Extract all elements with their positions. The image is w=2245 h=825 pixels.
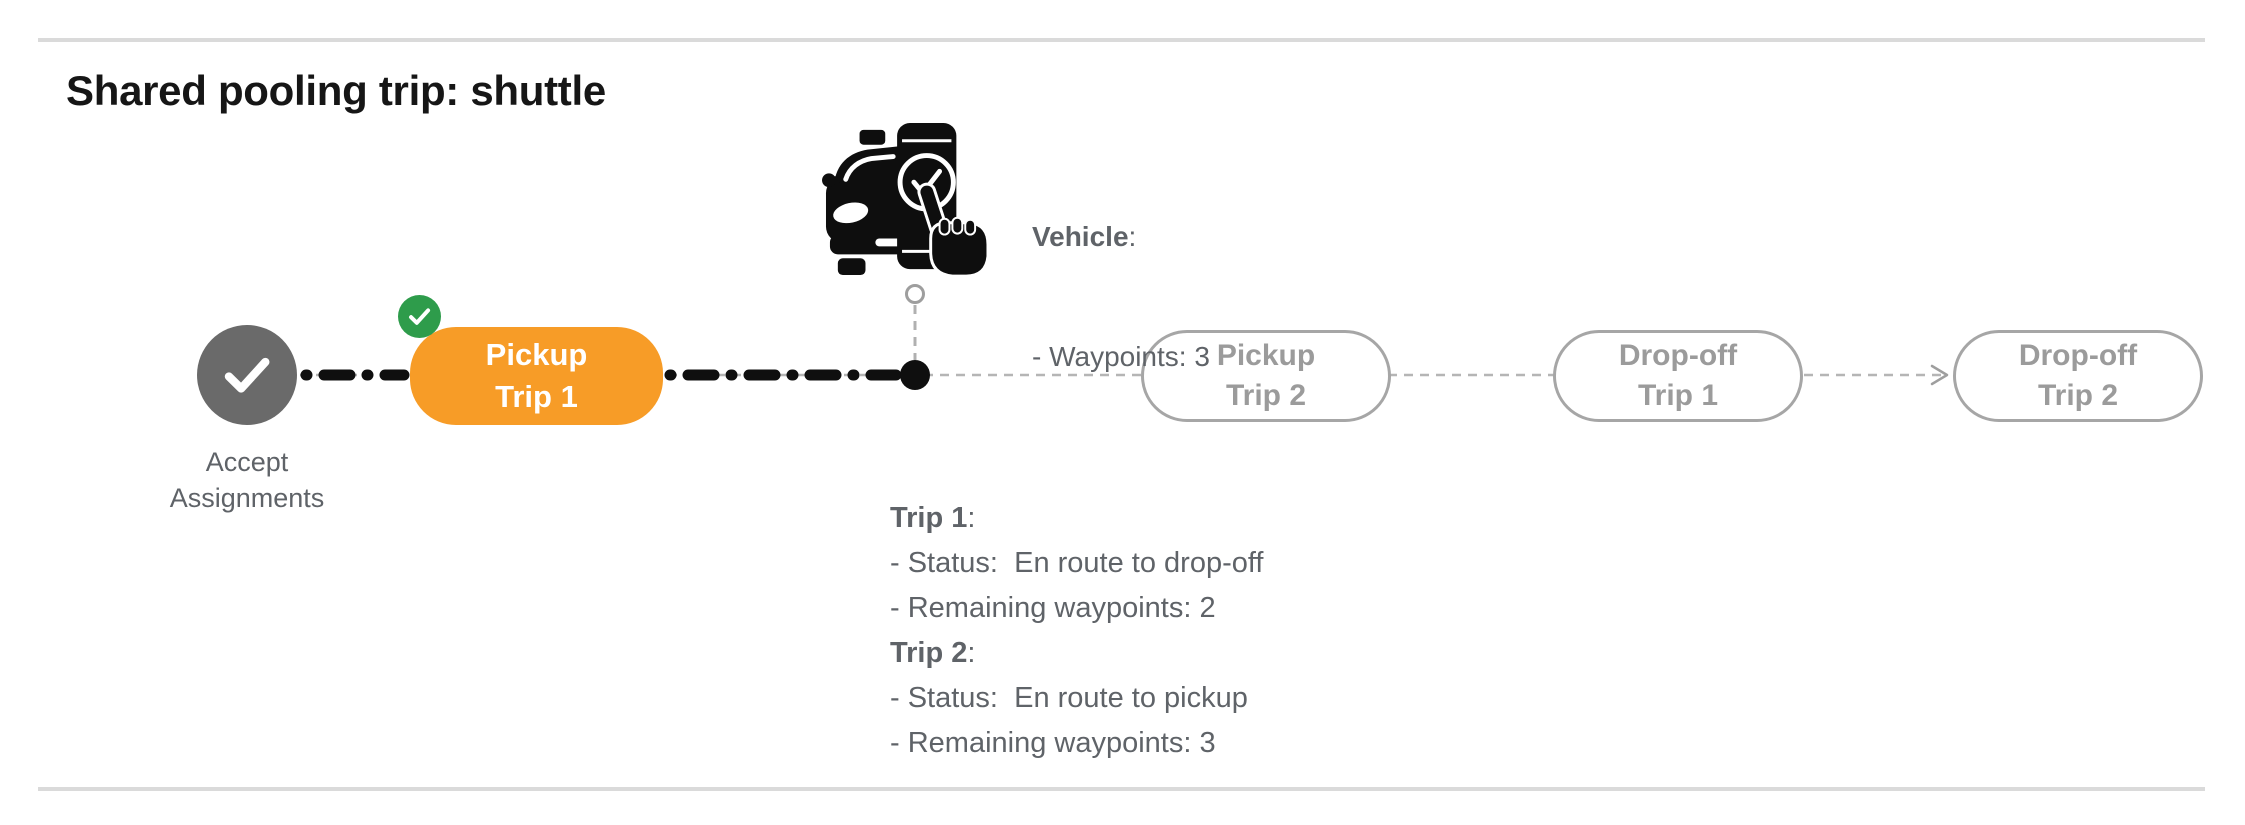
- accept-assignments-label-line2: Assignments: [169, 483, 325, 513]
- step-label-line1: Pickup: [1216, 339, 1316, 372]
- vehicle-info-heading: Vehicle:: [1032, 217, 1210, 257]
- check-icon: [224, 357, 270, 393]
- trip1-waypoints-line: - Remaining waypoints: 2: [890, 592, 1216, 624]
- arrow-right-icon: [1930, 364, 1949, 386]
- step-label-line2: Trip 1: [495, 379, 578, 414]
- step-dropoff-trip-2: Drop-off Trip 2: [1953, 330, 2203, 422]
- accept-assignments-label-line1: Accept: [205, 447, 289, 477]
- trip2-heading: Trip 2:: [890, 631, 1263, 676]
- step-pickup-trip-2: Pickup Trip 2: [1141, 330, 1391, 422]
- vehicle-info-heading-colon: :: [1128, 221, 1137, 252]
- trip-status-panel: Trip 1: - Status: En route to drop-off -…: [890, 496, 1263, 766]
- page-title: Shared pooling trip: shuttle: [66, 67, 606, 114]
- trip2-heading-colon: :: [967, 637, 976, 669]
- bottom-divider: [38, 787, 2205, 791]
- trip2-status-line: - Status: En route to pickup: [890, 682, 1248, 714]
- step-label-line1: Drop-off: [2018, 339, 2138, 372]
- trip1-heading-text: Trip 1: [890, 502, 968, 534]
- step-dropoff-trip-1: Drop-off Trip 1: [1553, 330, 1803, 422]
- trip1-heading-colon: :: [967, 502, 976, 534]
- step-label-line1: Drop-off: [1618, 339, 1738, 372]
- vehicle-info-heading-text: Vehicle: [1032, 221, 1129, 252]
- trip1-heading: Trip 1:: [890, 496, 1263, 541]
- accept-assignments-node: [197, 325, 297, 425]
- step-label-line1: Pickup: [485, 337, 588, 372]
- step-label-line2: Trip 1: [1637, 379, 1719, 412]
- open-circle-marker: [905, 284, 925, 304]
- trip2-waypoints-line: - Remaining waypoints: 3: [890, 727, 1216, 759]
- completed-badge: [398, 295, 441, 338]
- check-icon: [409, 308, 431, 325]
- trip2-heading-text: Trip 2: [890, 637, 968, 669]
- accept-assignments-label: Accept Assignments: [72, 444, 422, 516]
- vehicle-waypoints-line: - Waypoints: 3: [1032, 341, 1210, 372]
- step-label-line2: Trip 2: [2037, 379, 2119, 412]
- step-label-line2: Trip 2: [1225, 379, 1307, 412]
- current-position-dot: [900, 360, 930, 390]
- top-divider: [38, 38, 2205, 42]
- vehicle-app-check-icon: [822, 122, 990, 278]
- step-pickup-trip-1: Pickup Trip 1: [410, 327, 663, 425]
- vehicle-info-panel: Vehicle: - Waypoints: 3: [1032, 137, 1210, 457]
- trip1-status-line: - Status: En route to drop-off: [890, 547, 1264, 579]
